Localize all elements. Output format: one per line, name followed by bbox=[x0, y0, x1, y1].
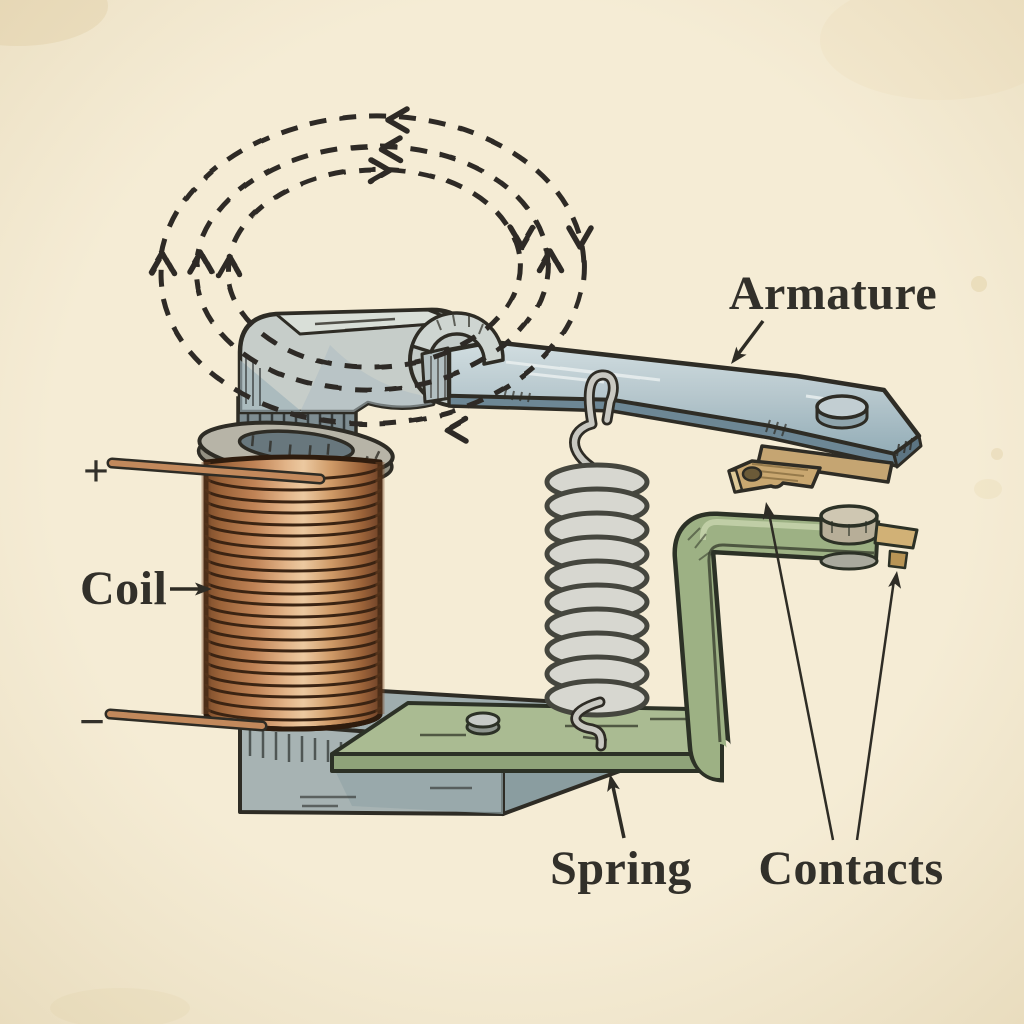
label-contacts: Contacts bbox=[758, 842, 943, 895]
field-loop-middle bbox=[193, 143, 551, 393]
plate-rivet bbox=[465, 711, 501, 736]
upper-contact bbox=[727, 444, 894, 494]
magnetic-field-lines bbox=[151, 109, 591, 441]
bracket-upper-arm bbox=[672, 511, 881, 783]
annotations: Armature Coil Spring Contacts + − bbox=[79, 267, 943, 895]
field-loop-outer bbox=[157, 113, 587, 427]
bracket-end-tab bbox=[873, 522, 919, 570]
lower-contact bbox=[819, 504, 879, 571]
label-positive-terminal: + bbox=[83, 445, 109, 496]
label-armature: Armature bbox=[729, 267, 937, 320]
terminal-leads bbox=[104, 457, 326, 732]
label-spring: Spring bbox=[550, 842, 692, 895]
coil-arrow bbox=[170, 582, 212, 596]
contacts-arrow-lower bbox=[855, 570, 904, 841]
bracket-bottom-plate-front bbox=[330, 752, 708, 773]
spring-arrow bbox=[603, 772, 626, 839]
core-yoke bbox=[237, 307, 465, 415]
label-coil: Coil bbox=[80, 562, 167, 615]
contacts-arrow-upper bbox=[759, 500, 835, 841]
spring bbox=[544, 369, 650, 752]
armature-arrow bbox=[725, 319, 765, 369]
label-negative-terminal: − bbox=[79, 696, 105, 747]
coil-assembly bbox=[196, 396, 395, 732]
hinge-knuckle-front bbox=[410, 311, 505, 366]
field-loop-inner bbox=[225, 166, 523, 370]
armature-rivet bbox=[815, 394, 869, 430]
armature-bar bbox=[446, 339, 923, 469]
coil-windings bbox=[201, 454, 385, 732]
